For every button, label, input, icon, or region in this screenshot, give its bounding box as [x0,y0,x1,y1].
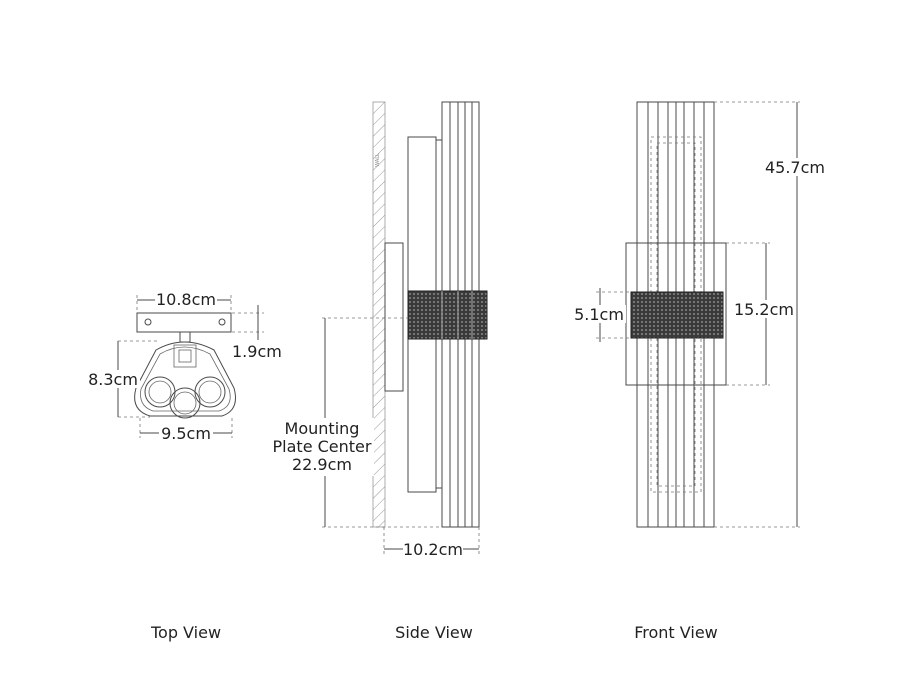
tube-center [169,387,201,419]
plate-screw-right [218,318,226,326]
socket-housing [173,344,197,368]
dim-band-height: 5.1cm [574,305,624,324]
dim-total-height: 45.7cm [765,158,825,177]
front-view: 45.7cm 15.2cm 5.1cm Front View [572,101,827,642]
top-stem [179,331,191,343]
mounting-label-value: 22.9cm [292,455,352,474]
dim-plate-depth: 1.9cm [232,342,282,361]
top-body-outline [134,341,236,417]
dim-plate-height: 15.2cm [734,300,794,319]
front-mesh-band [630,291,724,339]
mounting-label-line1: Mounting [285,419,360,438]
mounting-label-line2: Plate Center [273,437,372,456]
dim-top-height: 8.3cm [88,370,138,389]
caption-side-view: Side View [395,623,473,642]
caption-front-view: Front View [634,623,718,642]
plate-screw-left [144,318,152,326]
dim-top-width: 10.8cm [156,290,216,309]
wall-label: WALL [375,153,381,167]
caption-top-view: Top View [150,623,221,642]
dim-body-width: 9.5cm [161,424,211,443]
top-view: 10.8cm 1.9cm 8.3cm 9.5cm Top View [86,290,282,642]
side-view: WALL Mounting Plate Center 22.9cm 10.2cm [270,101,488,642]
dim-extension: 10.2cm [403,540,463,559]
side-mesh-band [407,290,488,340]
side-mounting-plate [384,242,404,392]
